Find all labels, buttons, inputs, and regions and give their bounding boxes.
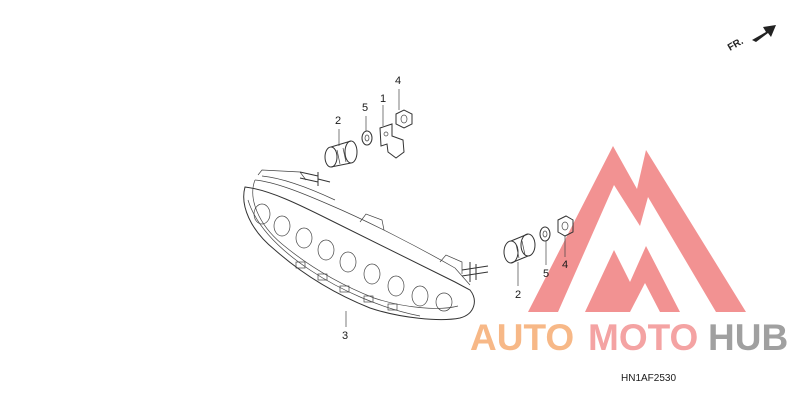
callout-5-upper: 5 (362, 102, 368, 114)
front-direction-indicator: FR. (726, 25, 776, 54)
callout-2-upper: 2 (335, 115, 341, 127)
washer-upper (361, 130, 373, 146)
rubber-mount-upper (324, 140, 358, 168)
nut-lower (557, 215, 574, 237)
callout-2-lower: 2 (515, 289, 521, 301)
direction-label: FR. (726, 36, 746, 54)
callout-4-lower: 4 (562, 259, 568, 271)
watermark-text: AUTO MOTO HUB (470, 317, 788, 358)
watermark-word-hub: HUB (708, 317, 788, 358)
watermark-word-moto: MOTO (588, 317, 698, 358)
bracket-upper (379, 123, 405, 159)
callout-1: 1 (380, 93, 386, 105)
watermark-word-auto: AUTO (470, 317, 574, 358)
washer-lower (539, 226, 551, 242)
callout-4-upper: 4 (395, 75, 401, 87)
diagram-code: HN1AF2530 (621, 373, 676, 384)
callout-5-lower: 5 (543, 268, 549, 280)
upper-mounting-hardware (324, 109, 413, 168)
lower-mounting-hardware (503, 215, 574, 264)
front-arrow-icon (752, 25, 776, 42)
rubber-mount-lower (503, 233, 536, 264)
nut-upper (395, 109, 413, 129)
tail-light-assembly (243, 169, 489, 320)
callout-3: 3 (342, 330, 348, 342)
watermark-logo (528, 146, 746, 312)
callout-leader-lines (338, 89, 566, 327)
